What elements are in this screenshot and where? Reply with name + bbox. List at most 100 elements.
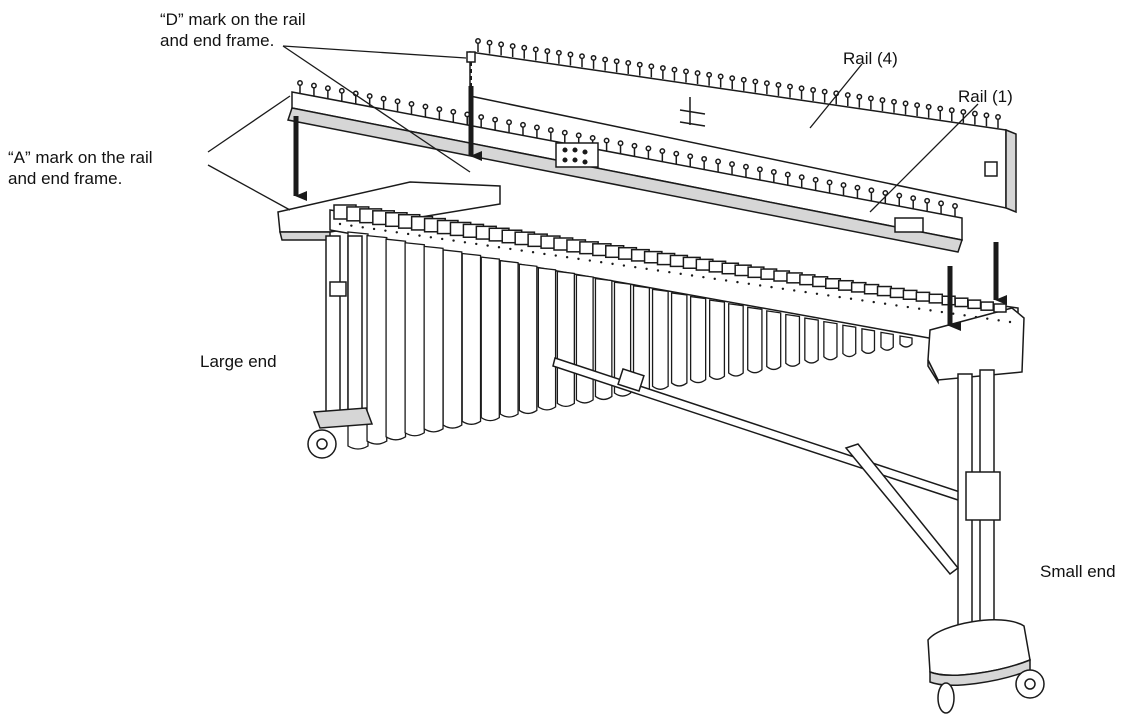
frame-rivets: [338, 222, 1012, 324]
frame-rivet: [611, 262, 614, 266]
rail-pin-head: [450, 108, 457, 115]
down-arrow-icon: [293, 86, 1007, 331]
rail-pin-head: [952, 203, 958, 209]
rail-pin-head: [925, 103, 932, 110]
frame-rivet: [736, 280, 739, 284]
rail-pin-head: [821, 88, 828, 95]
frame-rivet: [622, 264, 626, 267]
frame-rivet: [384, 229, 387, 232]
rail-1-label: Rail (1): [958, 87, 1013, 106]
d-mark-label-line2: and end frame.: [160, 31, 275, 50]
rail-pin-head: [844, 92, 851, 98]
frame-rivet: [827, 294, 830, 297]
rail-pin-head: [509, 43, 516, 50]
resonator-tube: [613, 281, 632, 397]
rail-pin-head: [914, 102, 921, 109]
resonator-tube: [556, 270, 575, 408]
tone-bar: [967, 299, 982, 310]
frame-rivet: [452, 239, 455, 242]
d-mark-tab: [466, 51, 476, 63]
rail-pin-head: [812, 176, 819, 183]
tone-bar: [876, 285, 893, 297]
frame-rivet: [793, 289, 796, 292]
rail-pin-head: [555, 49, 562, 56]
frame-rivet: [952, 312, 955, 315]
rail-pin-head: [763, 80, 770, 87]
rail-pin-head: [498, 41, 505, 48]
rail-pin-head: [602, 56, 609, 63]
caster-wheel-icon: [307, 429, 1045, 714]
rail-pin-head: [687, 153, 694, 160]
frame-rivet: [429, 236, 433, 239]
rail-pin-head: [882, 189, 889, 196]
frame-rivet: [668, 270, 671, 274]
rail-pin-head: [938, 200, 945, 207]
resonator-tube: [480, 256, 500, 422]
rail-1-pins: [297, 80, 958, 217]
a-mark-label: “A” mark on the rail and end frame.: [8, 147, 153, 189]
a-leader-rail: [207, 95, 291, 153]
rail-pin-head: [436, 106, 443, 113]
tone-bar: [954, 297, 969, 308]
frame-rivet: [520, 249, 523, 252]
tone-bar: [915, 291, 931, 302]
rail-pin-head: [648, 63, 655, 70]
frame-rivet: [702, 275, 705, 279]
rail-pin-head: [948, 107, 955, 114]
rail-pin-head: [521, 44, 528, 51]
rail-pin-head: [324, 85, 331, 92]
rail-pin-head: [475, 38, 481, 44]
rail-pin-head: [770, 169, 777, 175]
rail-4-label: Rail (4): [843, 49, 898, 68]
frame-rivet: [543, 252, 546, 256]
frame-rivet: [804, 290, 807, 294]
resonator-tube: [442, 249, 463, 429]
rail-pin-head: [902, 100, 909, 107]
resonator-tube: [709, 299, 726, 380]
frame-rivet: [758, 284, 762, 287]
frame-rivet: [872, 300, 875, 304]
resonator-tube: [461, 252, 482, 425]
rail-pin-head: [394, 98, 401, 105]
rail-pin-head: [659, 148, 666, 154]
rail-pin-head: [756, 166, 763, 173]
a-mark-label-line1: “A” mark on the rail: [8, 148, 153, 167]
rail-pin-head: [826, 179, 833, 186]
rail-pin-head: [575, 132, 582, 139]
rail-pin-head: [366, 93, 373, 100]
a-mark-label-line2: and end frame.: [8, 169, 123, 188]
rail-pin-head: [673, 150, 680, 157]
rail-pin-head: [740, 76, 747, 83]
keyboard-frame: [277, 181, 1025, 385]
resonator-tube: [899, 335, 913, 348]
rail-pin-head: [636, 61, 643, 68]
rail-pin-head: [671, 66, 678, 73]
rail-pin-head: [891, 98, 897, 105]
rail-pin-head: [787, 83, 793, 90]
rail-pin-head: [701, 155, 708, 162]
rail-pin-head: [971, 110, 978, 117]
frame-rivet: [838, 295, 841, 299]
frame-rivet: [441, 237, 444, 241]
frame-rivet: [679, 272, 682, 276]
tone-bar: [902, 289, 918, 300]
frame-rivet: [906, 305, 909, 309]
resonator-tube: [575, 274, 594, 404]
tone-bar: [889, 287, 905, 299]
rail-pin-head: [631, 142, 638, 149]
frame-rivet: [849, 297, 853, 300]
frame-rivet: [486, 244, 489, 247]
frame-rivet: [861, 299, 864, 302]
d-mark-label-line1: “D” mark on the rail: [160, 10, 306, 29]
tone-bar: [928, 293, 944, 304]
frame-rivet: [815, 292, 819, 295]
resonator-tubes: [347, 231, 913, 450]
rail-4-pins: [475, 38, 1001, 128]
rail-pin-head: [960, 108, 967, 115]
rail-pin-head: [659, 65, 666, 71]
frame-rivet: [895, 304, 898, 307]
callout-leaders: [207, 45, 979, 213]
rail-pin-head: [408, 100, 415, 107]
rail-pin-head: [486, 39, 493, 46]
frame-rivet: [883, 302, 887, 305]
